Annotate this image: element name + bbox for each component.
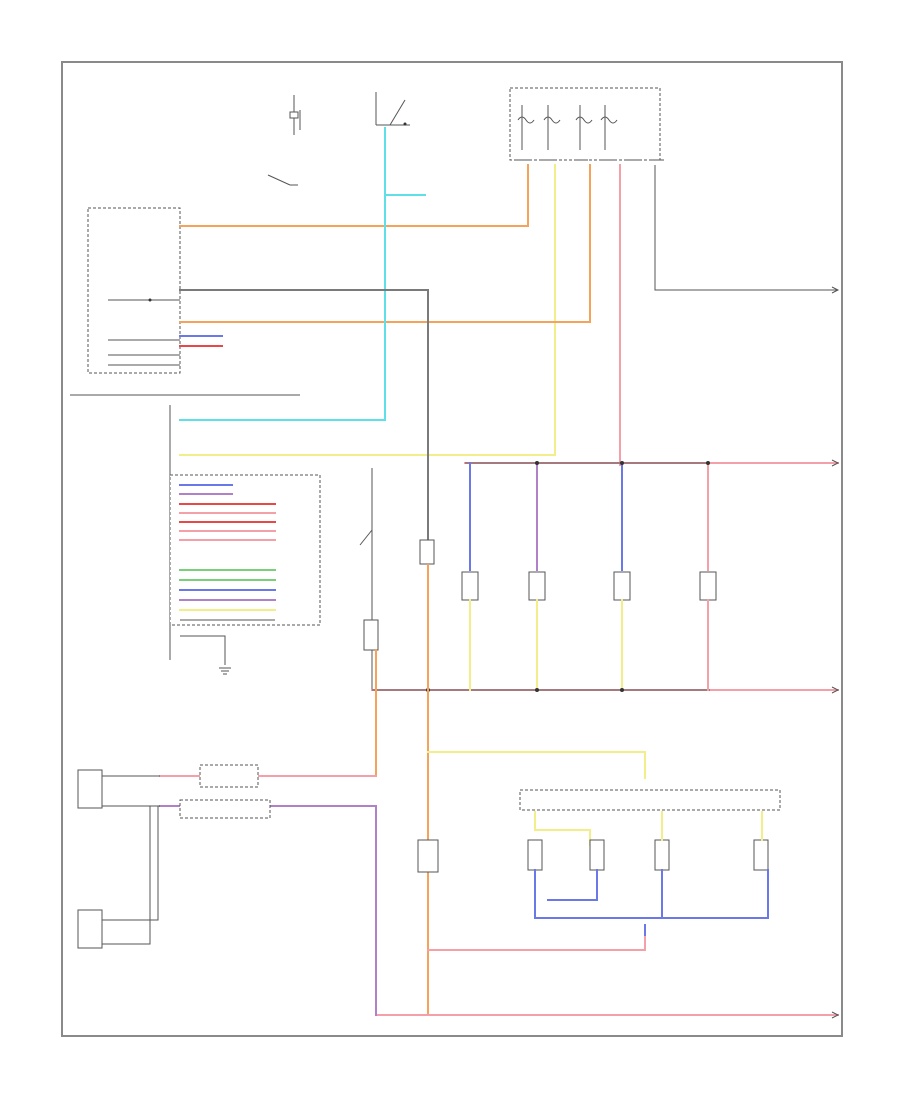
- wire-orange-top: [179, 164, 529, 227]
- bcm-block-left: [87, 207, 181, 374]
- lower-center-motor: [417, 839, 646, 951]
- lamp-units: [426, 461, 717, 692]
- switch-icon: [77, 909, 103, 949]
- switch-icon: [654, 839, 670, 871]
- wire-orange-2: [179, 164, 591, 323]
- right-edge-connectors: [831, 286, 840, 1019]
- fuse-icon: [575, 116, 593, 124]
- fuse-icon: [517, 116, 535, 124]
- ground-icon: [219, 667, 231, 675]
- switch-icon: [77, 769, 103, 809]
- wire-cyan-vertical: [179, 127, 386, 421]
- wire-gray-thick: [179, 289, 429, 546]
- door-switch-top: [375, 92, 410, 126]
- wire-yellow-vertical: [179, 164, 556, 456]
- wire-yellow-branch: [427, 751, 646, 779]
- switch-icon: [527, 839, 543, 871]
- top-left-feed-block: [267, 95, 301, 186]
- fuse-icon: [600, 116, 618, 124]
- wire-purple-bottom: [159, 805, 377, 1016]
- switch-icon: [613, 571, 631, 601]
- switch-icon: [528, 571, 546, 601]
- switch-icon: [461, 571, 479, 601]
- connector-icon: [87, 207, 181, 374]
- wire-gray-right: [654, 165, 838, 291]
- switch-icon: [403, 122, 407, 126]
- fuse-box-top-right: [509, 87, 664, 161]
- switch-icon: [753, 839, 769, 871]
- center-switch-block: [359, 468, 435, 690]
- motor-icon: [417, 839, 439, 873]
- connector-icon: [179, 799, 271, 819]
- switch-icon: [589, 839, 605, 871]
- fuse-icon: [543, 116, 561, 124]
- bcm-pin-bundle: [179, 484, 276, 675]
- switch-icon: [699, 571, 717, 601]
- diagram-frame: [61, 61, 843, 1037]
- switch-icon: [363, 619, 379, 651]
- lower-left-switches: [77, 764, 271, 949]
- lower-right-modules: [519, 789, 781, 919]
